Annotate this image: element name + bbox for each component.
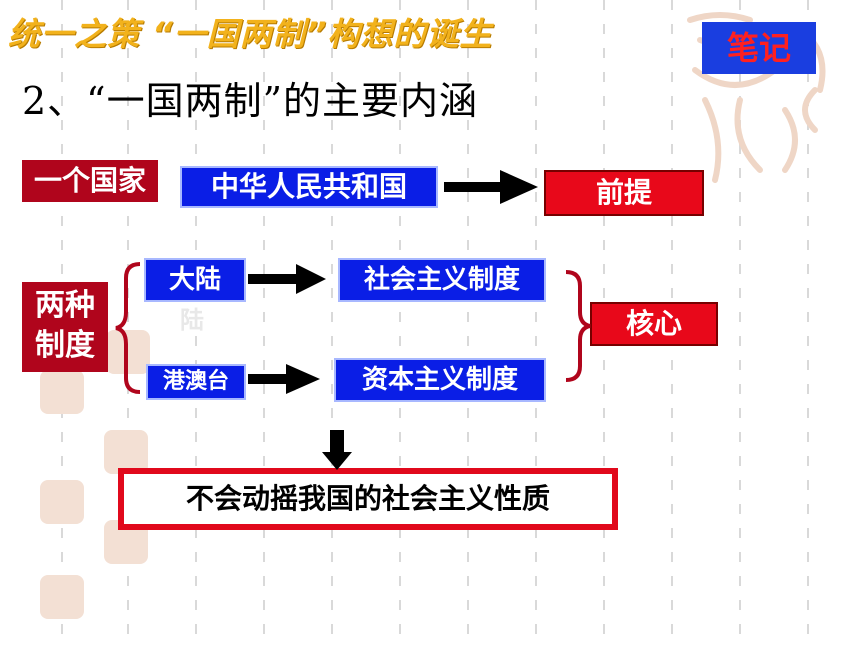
mainland-ghost-text: 陆	[180, 306, 204, 334]
right-brace	[565, 270, 591, 382]
arrow-mainland-to-socialist	[248, 264, 326, 294]
conclusion-text: 不会动摇我国的社会主义性质	[185, 482, 550, 515]
arrow-prc-to-premise	[444, 170, 538, 204]
core-box: 核心	[590, 302, 718, 346]
left-brace	[115, 262, 141, 394]
arrow-down-to-conclusion	[322, 430, 352, 470]
socialist-system-box: 社会主义制度	[338, 258, 546, 302]
notes-button[interactable]: 笔记	[702, 22, 816, 74]
two-systems-line1: 两种	[35, 288, 95, 323]
hkmt-box: 港澳台	[146, 364, 246, 400]
premise-box: 前提	[544, 170, 704, 216]
arrow-hkmt-to-capitalist	[248, 364, 320, 394]
prc-box: 中华人民共和国	[180, 166, 438, 208]
two-systems-line2: 制度	[35, 328, 95, 363]
mainland-box: 大陆	[144, 258, 246, 302]
section-subtitle: 2、“一国两制”的主要内涵	[22, 79, 479, 123]
one-country-label: 一个国家	[22, 160, 158, 202]
conclusion-box: 不会动摇我国的社会主义性质	[118, 468, 618, 530]
header-title: 统一之策 “一国两制”构想的诞生	[8, 15, 493, 53]
capitalist-system-box: 资本主义制度	[334, 358, 546, 402]
two-systems-label: 两种 制度	[22, 282, 108, 372]
